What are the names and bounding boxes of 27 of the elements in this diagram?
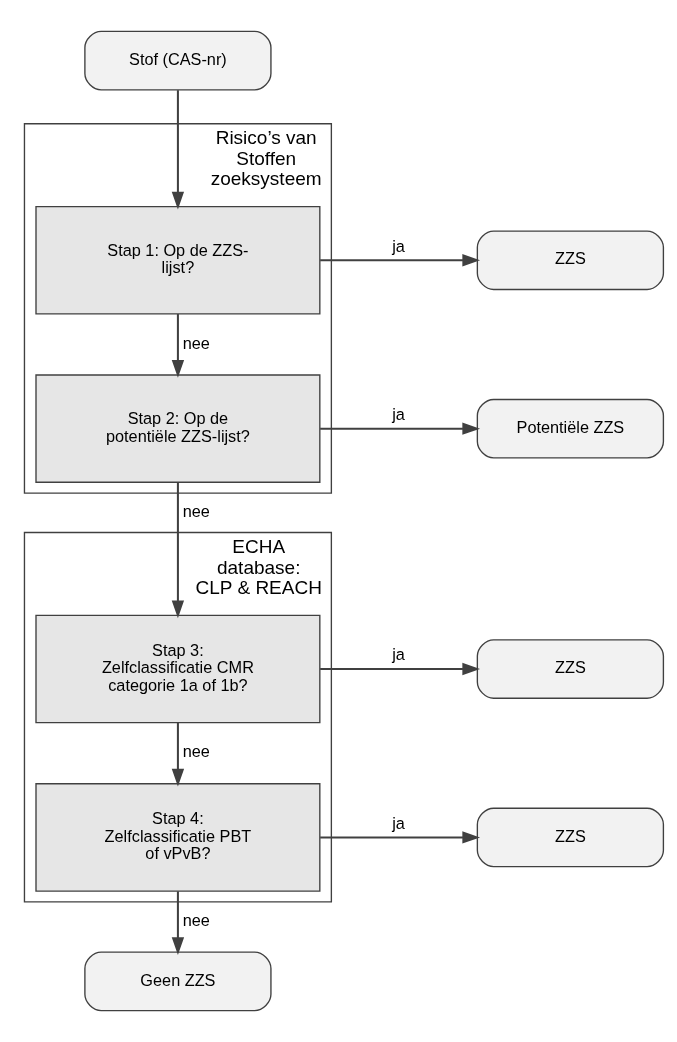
edge-label: nee <box>182 910 210 929</box>
edge-label: nee <box>182 333 210 352</box>
edge-label: ja <box>392 236 405 255</box>
node-box: Potentiële ZZS <box>476 398 665 459</box>
edge-label: ja <box>392 813 405 832</box>
node-box: Stap 4: Zelfclassificatie PBT of vPvB? <box>35 783 321 892</box>
arrow <box>171 891 185 956</box>
arrow <box>171 722 185 787</box>
node-box: Stap 2: Op de potentiële ZZS-lijst? <box>35 374 321 483</box>
node-box: Geen ZZS <box>84 951 272 1012</box>
arrow <box>320 422 481 435</box>
arrow <box>171 314 185 378</box>
arrow <box>320 662 481 676</box>
edge-label: nee <box>182 502 210 521</box>
arrow <box>320 831 481 844</box>
node-box: ZZS <box>476 230 665 291</box>
node-box: ZZS <box>476 639 665 699</box>
arrow <box>171 482 185 619</box>
arrow <box>320 254 481 267</box>
edge-label: nee <box>182 742 210 761</box>
node-box: ZZS <box>476 807 665 868</box>
node-box: Stap 3: Zelfclassificatie CMR categorie 1a of 1b? <box>35 614 321 724</box>
node-box: Stof (CAS-nr) <box>84 30 272 91</box>
edge-label: ja <box>392 645 405 664</box>
edge-label: ja <box>392 404 405 423</box>
arrow <box>171 90 185 210</box>
node-box: Stap 1: Op de ZZS-lijst? <box>35 205 321 315</box>
